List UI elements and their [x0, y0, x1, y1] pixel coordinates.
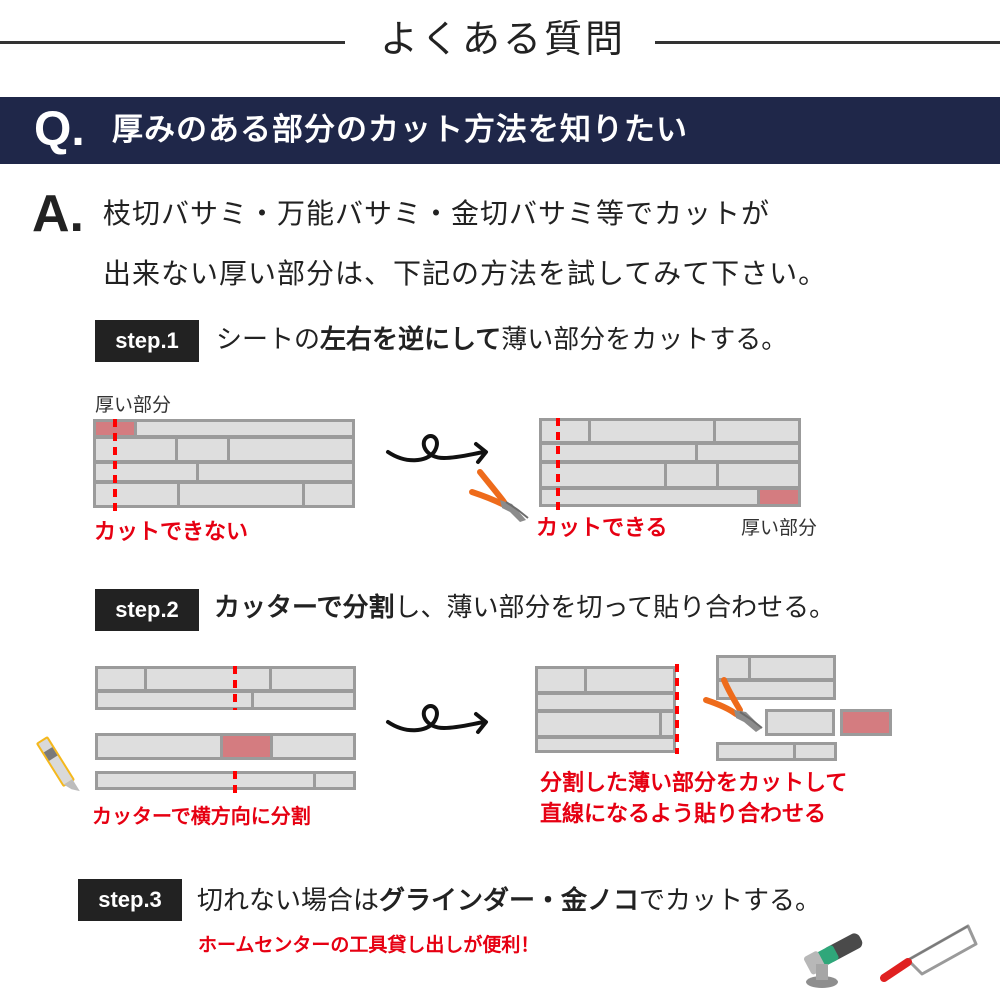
curly-arrow-icon	[386, 703, 488, 734]
step-3-text-a: 切れない場合は	[197, 886, 380, 916]
answer-mark: A.	[32, 185, 84, 243]
step-2-badge: step.2	[95, 589, 199, 631]
nippers-icon	[703, 677, 763, 732]
curly-arrow-icon	[386, 433, 488, 464]
step-1-text-emphasis: 左右を逆にして	[320, 325, 502, 355]
step-2-text-emphasis: カッターで分割	[214, 593, 395, 623]
nippers-icon	[469, 469, 529, 522]
thick-part-label-right: 厚い部分	[741, 517, 818, 539]
question-mark: Q.	[34, 103, 85, 156]
page-title: よくある質問	[379, 17, 626, 61]
result-label-line-2: 直線になるよう貼り合わせる	[540, 802, 827, 827]
step-1-badge: step.1	[95, 320, 199, 362]
step-1-text: シートの左右を逆にして薄い部分をカットする。	[216, 320, 787, 360]
box-cutter-icon	[36, 736, 80, 792]
step-3-text-emphasis: グラインダー・金ノコ	[379, 886, 640, 916]
question-band	[0, 97, 1000, 164]
step-3-text: 切れない場合はグラインダー・金ノコでカットする。	[197, 881, 821, 921]
split-horizontally-label: カッターで横方向に分割	[92, 804, 311, 828]
can-cut-label: カットできる	[536, 516, 668, 541]
step-3-text-c: でカットする。	[639, 886, 822, 916]
answer-line-1: 枝切バサミ・万能バサミ・金切バサミ等でカットが	[103, 197, 771, 230]
answer-line-2: 出来ない厚い部分は、下記の方法を試してみて下さい。	[103, 257, 828, 290]
hacksaw-icon	[880, 924, 978, 982]
question-text: 厚みのある部分のカット方法を知りたい	[112, 112, 688, 148]
angle-grinder-icon	[804, 933, 863, 988]
step-2-text-b: し、薄い部分を切って貼り合わせる。	[394, 593, 836, 623]
step-1-text-a: シートの	[216, 325, 321, 355]
step-3-badge: step.3	[78, 879, 182, 921]
header-rule-left	[0, 41, 345, 44]
thick-part-label-left: 厚い部分	[95, 394, 172, 416]
header-rule-right	[655, 41, 1000, 44]
step-1-text-c: 薄い部分をカットする。	[501, 325, 788, 355]
result-label-line-1: 分割した薄い部分をカットして	[540, 771, 848, 796]
step-2-text: カッターで分割し、薄い部分を切って貼り合わせる。	[214, 588, 835, 628]
cannot-cut-label: カットできない	[94, 520, 249, 545]
tool-rental-note: ホームセンターの工具貸し出しが便利！	[198, 934, 540, 956]
